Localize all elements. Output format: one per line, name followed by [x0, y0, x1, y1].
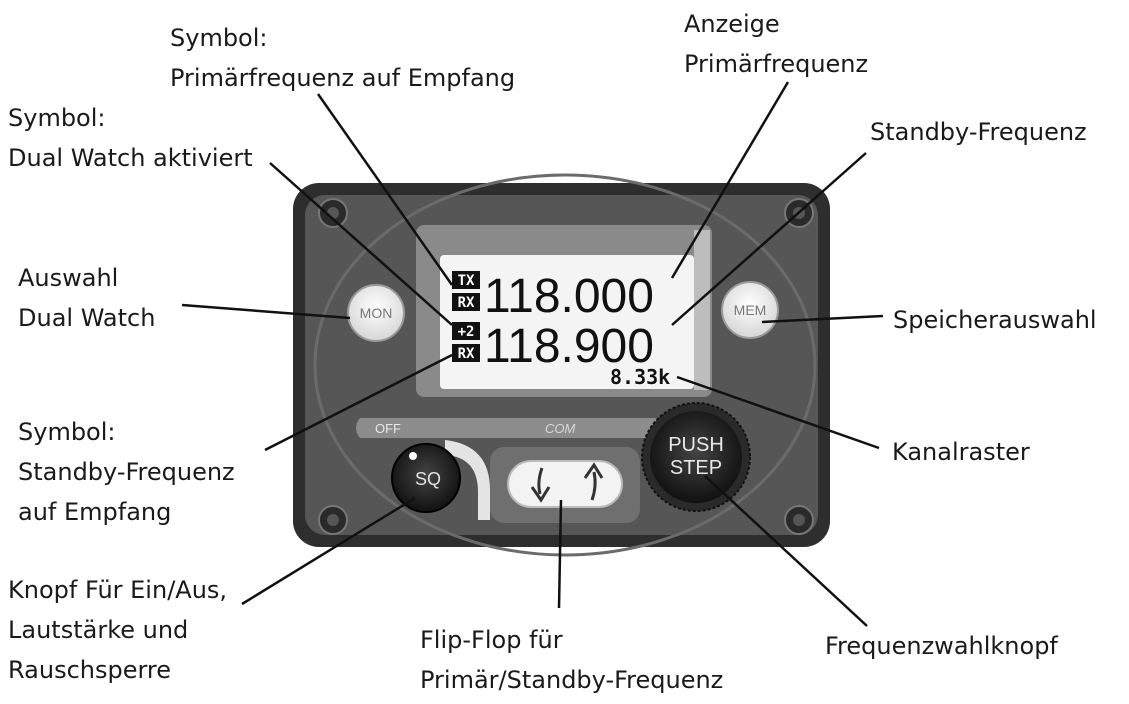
callout-primary-display	[670, 81, 790, 279]
primary-frequency: 118.000	[484, 270, 654, 323]
sq-knob[interactable]: SQ	[391, 443, 461, 513]
callout-mem	[761, 314, 884, 324]
label-dual-watch-symbol: Symbol: Dual Watch aktiviert	[8, 104, 253, 172]
label-rx-primary-symbol: Symbol: Primärfrequenz auf Empfang	[170, 24, 516, 92]
callout-frequency-knob	[704, 475, 868, 627]
callout-standby-rx	[264, 353, 453, 452]
tx-icon: TX	[452, 271, 480, 289]
callout-mon	[181, 303, 351, 320]
mon-button[interactable]: MON	[347, 284, 405, 342]
dual-watch-icon: +2	[452, 322, 480, 340]
com-label: COM	[545, 421, 576, 436]
svg-text:+2: +2	[458, 324, 475, 340]
svg-text:MEM: MEM	[734, 302, 767, 318]
svg-text:STEP: STEP	[670, 457, 722, 479]
callout-flip-flop	[557, 499, 563, 609]
screw-top-left	[318, 198, 348, 228]
label-dual-watch-select: Auswahl Dual Watch	[18, 264, 156, 332]
label-standby-rx-symbol: Symbol: Standby-Frequenz auf Empfang	[18, 418, 235, 526]
rx-standby-icon: RX	[452, 344, 480, 362]
standby-frequency: 118.900	[484, 320, 654, 373]
svg-text:SQ: SQ	[415, 469, 441, 489]
arrow-up-icon	[583, 462, 604, 501]
arrow-down-icon	[530, 467, 551, 503]
channel-spacing: 8.33k	[610, 365, 670, 389]
svg-text:RX: RX	[458, 295, 475, 311]
volume-arc	[445, 440, 490, 520]
label-flip-flop: Flip-Flop für Primär/Standby-Frequenz	[420, 626, 724, 694]
flip-flop-button[interactable]	[490, 447, 640, 523]
svg-text:TX: TX	[458, 273, 475, 289]
callout-channel-spacing	[676, 375, 880, 450]
mem-button[interactable]: MEM	[721, 281, 779, 339]
frequency-knob[interactable]: PUSH STEP	[641, 402, 751, 512]
label-channel-spacing: Kanalraster	[892, 438, 1030, 466]
label-power-knob: Knopf Für Ein/Aus, Lautstärke und Rausch…	[8, 576, 228, 684]
off-label: OFF	[375, 421, 401, 436]
rx-primary-icon: RX	[452, 293, 480, 311]
off-com-strip	[356, 418, 675, 438]
callout-power-knob	[241, 496, 416, 606]
lcd-screen	[440, 255, 694, 389]
callout-dual-watch-symbol	[269, 162, 453, 326]
svg-text:RX: RX	[458, 346, 475, 362]
callout-standby-frequency	[671, 152, 867, 326]
svg-text:PUSH: PUSH	[668, 434, 724, 456]
label-frequency-knob: Frequenzwahlknopf	[825, 632, 1058, 660]
bezel-ring	[313, 173, 817, 557]
svg-text:MON: MON	[360, 305, 393, 321]
label-standby-frequency: Standby-Frequenz	[870, 118, 1087, 146]
label-memory-select: Speicherauswahl	[893, 306, 1097, 334]
screw-bottom-right	[784, 505, 814, 535]
callout-lines	[181, 81, 884, 627]
label-primary-display: Anzeige Primärfrequenz	[684, 10, 869, 78]
screw-bottom-left	[318, 505, 348, 535]
callout-rx-primary	[316, 93, 454, 286]
